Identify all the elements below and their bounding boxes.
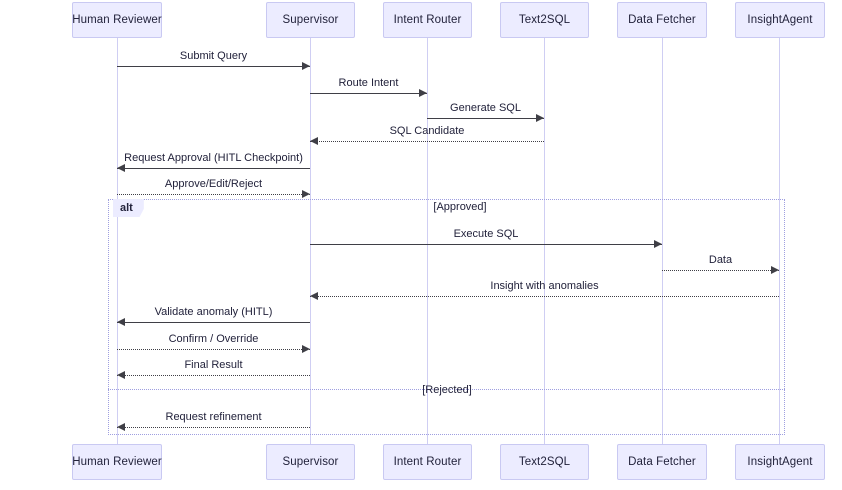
message-label-5: Request Approval (HITL Checkpoint) xyxy=(124,152,303,164)
message-arrowhead-1 xyxy=(302,62,310,70)
participant-bottom-fetcher[interactable]: Data Fetcher xyxy=(617,444,707,480)
message-line-9 xyxy=(310,296,779,297)
participant-top-insight[interactable]: InsightAgent xyxy=(735,2,825,38)
message-arrowhead-11 xyxy=(302,345,310,353)
message-label-4: SQL Candidate xyxy=(389,125,465,137)
participant-top-human[interactable]: Human Reviewer xyxy=(72,2,162,38)
lifeline-text2sql xyxy=(544,38,545,444)
participant-bottom-text2sql[interactable]: Text2SQL xyxy=(500,444,589,480)
participant-top-text2sql[interactable]: Text2SQL xyxy=(500,2,589,38)
message-arrowhead-4 xyxy=(310,137,318,145)
message-line-7 xyxy=(310,244,662,245)
message-line-12 xyxy=(117,375,310,376)
message-arrowhead-8 xyxy=(771,266,779,274)
message-label-12: Final Result xyxy=(184,359,243,371)
lifeline-fetcher xyxy=(662,38,663,444)
message-line-4 xyxy=(310,141,544,142)
message-arrowhead-10 xyxy=(117,318,125,326)
message-line-8 xyxy=(662,270,779,271)
participant-bottom-intent[interactable]: Intent Router xyxy=(383,444,472,480)
alt-condition-1: [Approved] xyxy=(433,201,487,213)
message-label-3: Generate SQL xyxy=(450,102,521,114)
alt-condition-2: [Rejected] xyxy=(422,384,472,396)
message-label-7: Execute SQL xyxy=(453,228,519,240)
alt-fragment-divider xyxy=(108,389,785,390)
message-label-8: Data xyxy=(708,254,733,266)
message-label-6: Approve/Edit/Reject xyxy=(164,178,263,190)
message-line-1 xyxy=(117,66,310,67)
message-arrowhead-12 xyxy=(117,371,125,379)
participant-top-supervisor[interactable]: Supervisor xyxy=(266,2,355,38)
lifeline-human xyxy=(117,38,118,444)
message-line-6 xyxy=(117,194,310,195)
participant-top-intent[interactable]: Intent Router xyxy=(383,2,472,38)
message-line-5 xyxy=(117,168,310,169)
message-line-11 xyxy=(117,349,310,350)
message-label-11: Confirm / Override xyxy=(168,333,259,345)
message-arrowhead-6 xyxy=(302,190,310,198)
participant-bottom-insight[interactable]: InsightAgent xyxy=(735,444,825,480)
message-line-3 xyxy=(427,118,544,119)
participant-bottom-supervisor[interactable]: Supervisor xyxy=(266,444,355,480)
participant-top-fetcher[interactable]: Data Fetcher xyxy=(617,2,707,38)
message-arrowhead-7 xyxy=(654,240,662,248)
message-arrowhead-2 xyxy=(419,89,427,97)
message-label-9: Insight with anomalies xyxy=(490,280,599,292)
message-label-1: Submit Query xyxy=(179,50,248,62)
message-arrowhead-3 xyxy=(536,114,544,122)
message-label-13: Request refinement xyxy=(165,411,262,423)
participant-bottom-human[interactable]: Human Reviewer xyxy=(72,444,162,480)
message-arrowhead-13 xyxy=(117,423,125,431)
lifeline-intent xyxy=(427,38,428,444)
message-arrowhead-5 xyxy=(117,164,125,172)
lifeline-insight xyxy=(779,38,780,444)
message-arrowhead-9 xyxy=(310,292,318,300)
message-label-10: Validate anomaly (HITL) xyxy=(154,306,273,318)
message-line-10 xyxy=(117,322,310,323)
message-line-2 xyxy=(310,93,427,94)
message-label-2: Route Intent xyxy=(338,77,399,89)
message-line-13 xyxy=(117,427,310,428)
lifeline-supervisor xyxy=(310,38,311,444)
alt-fragment-tag: alt xyxy=(113,199,144,217)
